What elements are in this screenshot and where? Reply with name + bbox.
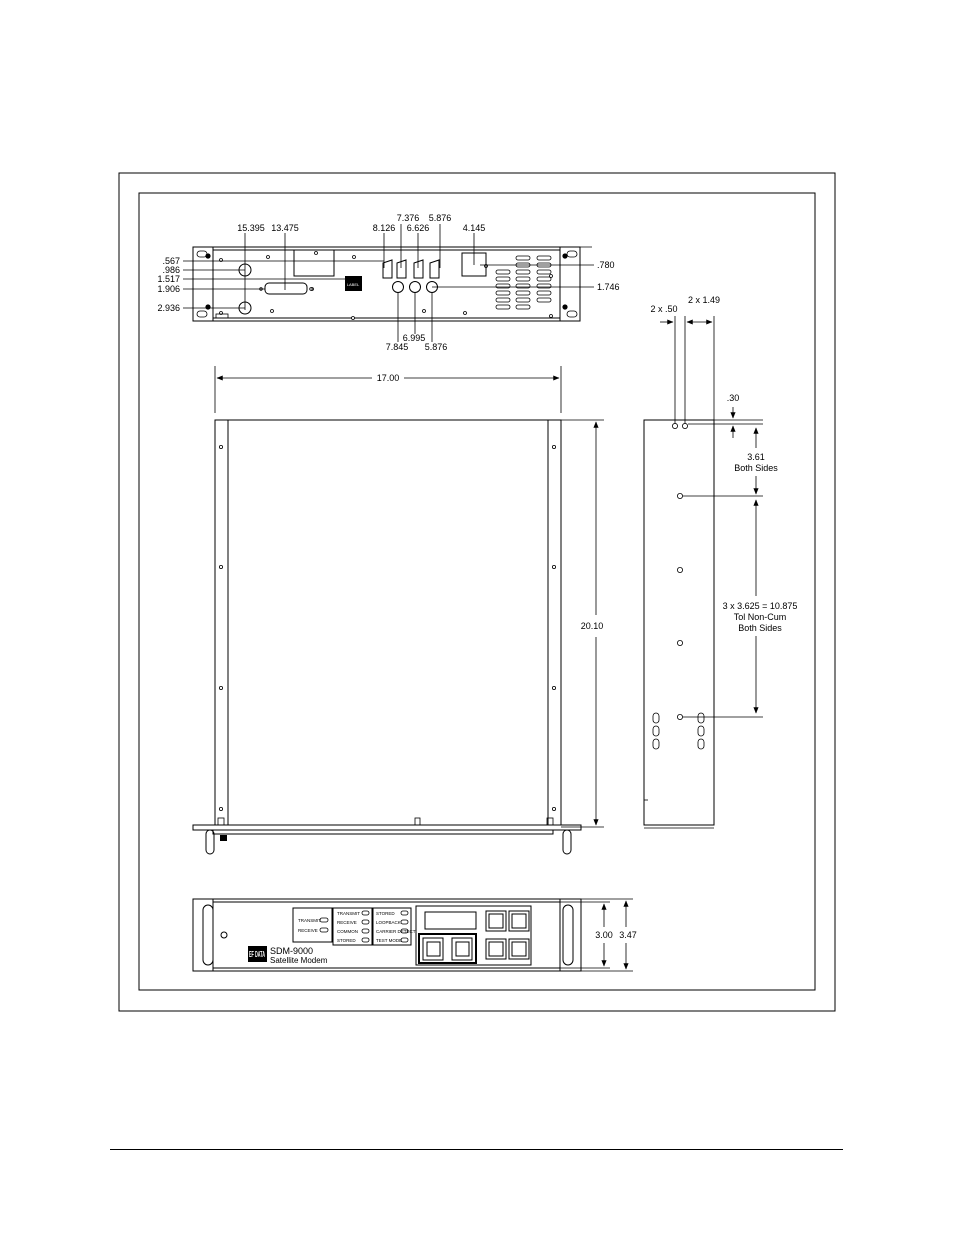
rear-dim-left-4: 2.936 xyxy=(157,303,180,313)
status2-label-2: COMMON xyxy=(337,929,358,934)
status2-label-1: RECEIVE xyxy=(337,920,357,925)
ef-data-logo: EF DATA xyxy=(249,950,265,959)
status3-label-2: CARRIER DETECT xyxy=(376,929,416,934)
rear-dim-bottom-2: 5.876 xyxy=(425,342,448,352)
status1-label-0: TRANSMIT xyxy=(298,918,321,923)
rear-dim-right-1: 1.746 xyxy=(597,282,620,292)
rear-dim-top-2: 8.126 xyxy=(373,223,396,233)
rear-dim-left-0: .567 xyxy=(162,256,180,266)
rear-dim-top-5: 5.876 xyxy=(429,213,452,223)
rear-dim-right-0: .780 xyxy=(597,260,615,270)
side-view: 2 x .50 2 x 1.49 .30 3.61 Both Sides 3 x… xyxy=(643,295,798,829)
rear-dim-top-6: 4.145 xyxy=(463,223,486,233)
model-name: SDM-9000 xyxy=(270,946,313,956)
product-name: Satellite Modem xyxy=(270,956,328,965)
rear-dim-left-1: .986 xyxy=(162,265,180,275)
side-dim-361: 3.61 xyxy=(747,452,765,462)
side-dim-spacing-note2: Both Sides xyxy=(738,623,782,633)
top-view: 17.00 20.10 xyxy=(192,366,604,855)
rear-badge: LABEL xyxy=(347,282,360,287)
rear-dim-left-3: 1.906 xyxy=(157,284,180,294)
status2-label-0: TRANSMIT xyxy=(337,911,360,916)
inner-frame xyxy=(138,192,816,991)
status1-label-1: RECEIVE xyxy=(298,928,318,933)
side-dim-2x50: 2 x .50 xyxy=(650,304,677,314)
front-dim-height: 3.00 xyxy=(595,930,613,940)
front-dim-overall: 3.47 xyxy=(619,930,637,940)
top-width-dim: 17.00 xyxy=(377,373,400,383)
rear-dim-top-0: 15.395 xyxy=(237,223,265,233)
rear-dim-top-4: 6.626 xyxy=(407,223,430,233)
top-depth-dim: 20.10 xyxy=(581,621,604,631)
outer-frame xyxy=(118,172,836,1012)
rear-panel-view: LABEL xyxy=(157,213,619,352)
rear-dim-bottom-1: 6.995 xyxy=(403,333,426,343)
rear-dim-left-2: 1.517 xyxy=(157,274,180,284)
rear-dim-bottom-0: 7.845 xyxy=(386,342,409,352)
rear-dim-top-1: 13.475 xyxy=(271,223,299,233)
status3-label-1: LOOPBACK xyxy=(376,920,401,925)
status3-label-0: STORED xyxy=(376,911,395,916)
rear-dim-top-3: 7.376 xyxy=(397,213,420,223)
side-dim-361-note: Both Sides xyxy=(734,463,778,473)
side-dim-2x149: 2 x 1.49 xyxy=(688,295,720,305)
side-dim-spacing: 3 x 3.625 = 10.875 xyxy=(723,601,798,611)
status2-label-3: STORED xyxy=(337,938,356,943)
status3-label-3: TEST MODE xyxy=(376,938,402,943)
footer-rule xyxy=(110,1149,843,1150)
side-dim-30: .30 xyxy=(727,393,740,403)
side-dim-spacing-note1: Tol Non-Cum xyxy=(734,612,787,622)
front-panel-view: TRANSMIT RECEIVE TRANSMIT RECEIVE COMMON… xyxy=(192,898,637,972)
